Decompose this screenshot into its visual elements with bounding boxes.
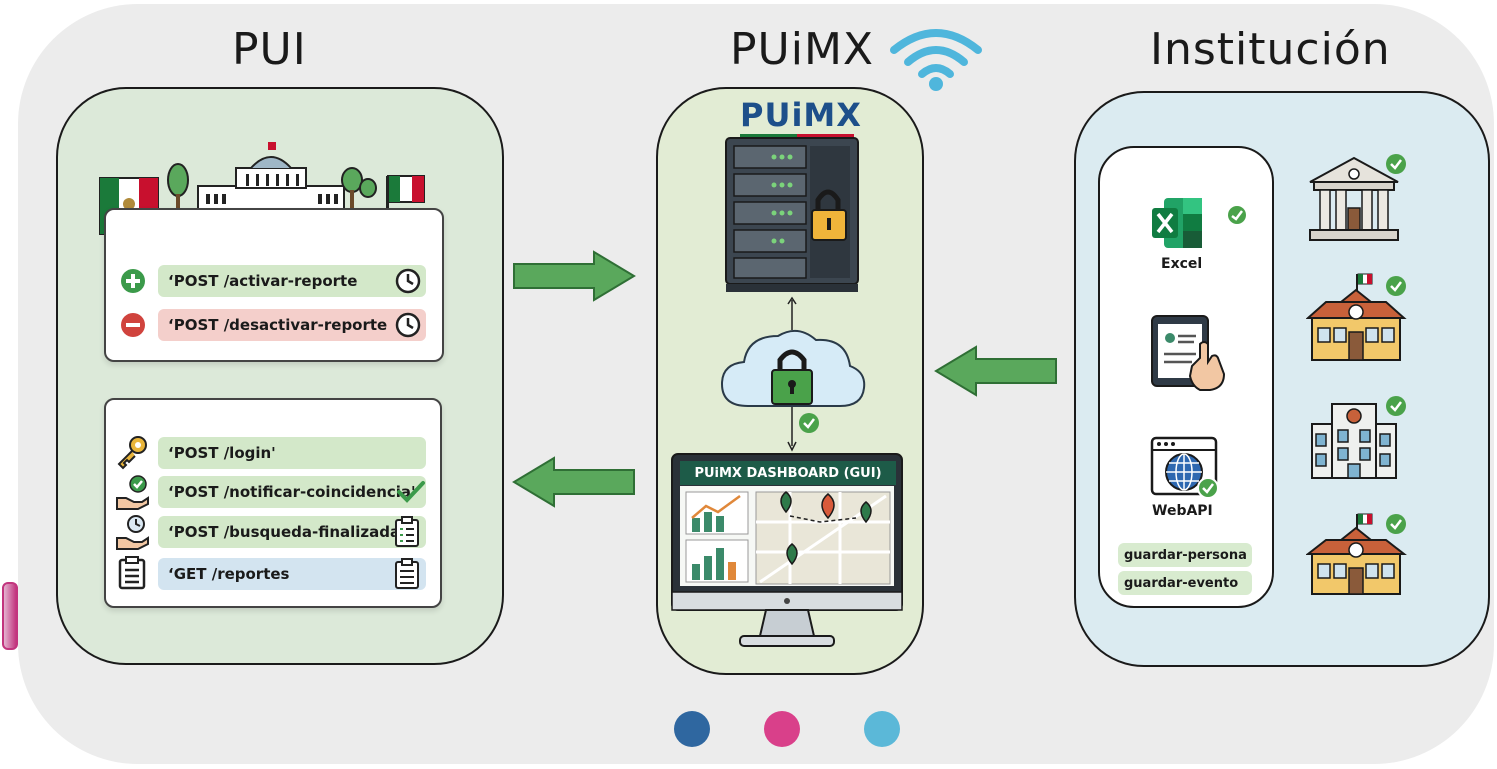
key-icon: [117, 436, 147, 470]
bank-building-icon: [1309, 154, 1406, 241]
endpoint-activar-reporte: ‘POST /activar-reporte: [158, 265, 426, 297]
plus-circle-icon: [121, 269, 145, 293]
endpoint-label: ‘POST /login': [168, 444, 276, 462]
channel-label-webapi: WebAPI: [1152, 503, 1213, 519]
endpoint-label: ‘GET /reportes: [168, 565, 290, 583]
puimx-logo: PUiMX: [740, 96, 862, 134]
dot-blue: [674, 711, 710, 747]
dot-pink: [764, 711, 800, 747]
check-badge-icon: [799, 413, 819, 433]
school-building-icon: [1306, 273, 1407, 361]
clipboard-list-icon: [395, 516, 419, 547]
hospital-building-icon: [1311, 396, 1406, 479]
puimx-logo-underline: [740, 134, 854, 138]
clock-icon: [395, 268, 421, 294]
wifi-icon: [890, 29, 982, 91]
title-pui: PUI: [232, 24, 307, 75]
hand-clock-icon: [116, 515, 149, 550]
endpoint-desactivar-reporte: ‘POST /desactivar-reporte: [158, 309, 426, 341]
checkmark-icon: [397, 481, 425, 503]
endpoint-busqueda-finalizada: ‘POST /busqueda-finalizada': [158, 516, 426, 548]
connector-lines: [787, 296, 797, 452]
channel-label-excel: Excel: [1161, 256, 1203, 272]
dashboard-title: PUiMX DASHBOARD (GUI): [680, 461, 896, 485]
endpoint-label: ‘POST /activar-reporte: [168, 272, 358, 290]
title-puimx: PUiMX: [730, 24, 875, 75]
dot-cyan: [864, 711, 900, 747]
globe-browser-icon: [1150, 436, 1219, 499]
excel-icon: [1152, 198, 1202, 248]
endpoint-login: ‘POST /login': [158, 437, 426, 469]
server-lock-icon: [725, 137, 859, 292]
edge-accent: [2, 582, 18, 650]
clipboard-icon: [118, 556, 146, 590]
arrow-institucion-to-puimx: [934, 345, 1057, 397]
cloud-lock-icon: [720, 329, 866, 407]
endpoint-label: ‘POST /desactivar-reporte: [168, 316, 388, 334]
endpoint-get-reportes: ‘GET /reportes: [158, 558, 426, 590]
endpoint-label: ‘POST /notificar-coincidencia': [168, 483, 416, 501]
tablet-form-icon: [1151, 315, 1226, 391]
clock-icon: [395, 312, 421, 338]
school-building-icon: [1306, 513, 1407, 595]
endpoint-guardar-persona: guardar-persona: [1118, 543, 1252, 567]
endpoint-notificar-coincidencia: ‘POST /notificar-coincidencia': [158, 476, 426, 508]
minus-circle-icon: [121, 313, 145, 337]
clipboard-list-icon: [395, 558, 419, 589]
endpoint-label: ‘POST /busqueda-finalizada': [168, 523, 405, 541]
arrow-puimx-to-pui: [512, 456, 635, 508]
endpoint-guardar-evento: guardar-evento: [1118, 571, 1252, 595]
hand-check-icon: [116, 475, 149, 510]
title-institucion: Institución: [1150, 24, 1391, 75]
arrow-pui-to-puimx: [513, 250, 636, 302]
dashboard-monitor-icon: [671, 453, 903, 647]
check-badge-icon: [1228, 206, 1246, 224]
